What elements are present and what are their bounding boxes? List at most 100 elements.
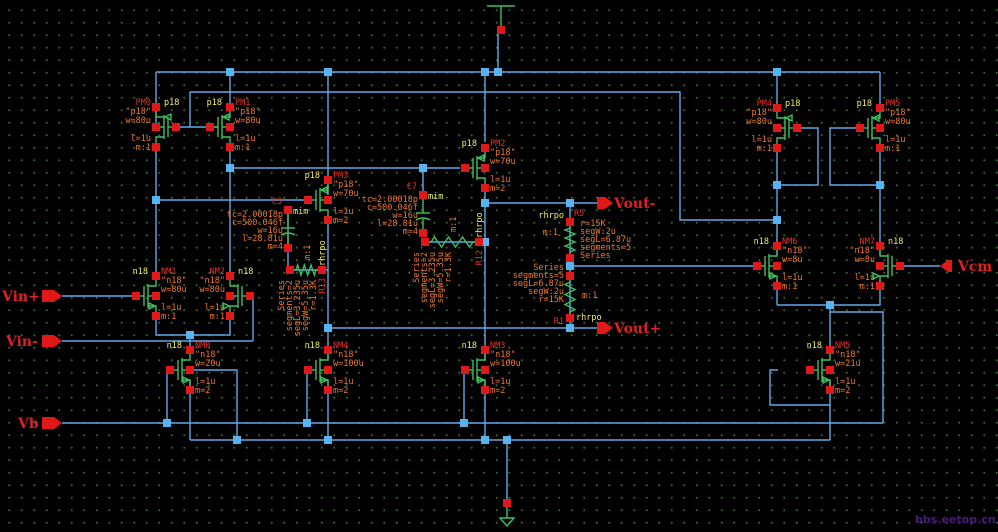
pin[interactable] <box>566 272 574 280</box>
pin[interactable] <box>773 104 781 112</box>
pin[interactable] <box>826 346 834 354</box>
pin[interactable] <box>324 196 332 204</box>
pin[interactable] <box>206 123 214 131</box>
pin[interactable] <box>304 366 312 374</box>
pin[interactable] <box>876 242 884 250</box>
pin[interactable] <box>753 262 761 270</box>
pin[interactable] <box>876 262 884 270</box>
pin[interactable] <box>226 123 234 131</box>
pin[interactable] <box>324 386 332 394</box>
pin[interactable] <box>475 238 483 246</box>
pin[interactable] <box>773 144 781 152</box>
pin[interactable] <box>566 314 574 322</box>
resistor-r12[interactable]: Seriessegments=2segL=3.235usegW=5.35ur=1… <box>412 212 485 308</box>
pin[interactable] <box>566 254 574 262</box>
pin[interactable] <box>876 144 884 152</box>
pin[interactable] <box>324 346 332 354</box>
port-vout-minus[interactable]: Vout- <box>597 196 656 212</box>
pin[interactable] <box>461 366 469 374</box>
pin[interactable] <box>896 262 904 270</box>
pin[interactable] <box>481 386 489 394</box>
port-vin-plus[interactable]: Vin+ <box>1 289 62 305</box>
pin[interactable] <box>826 366 834 374</box>
pin[interactable] <box>419 191 427 199</box>
pin[interactable] <box>284 206 292 214</box>
pin[interactable] <box>773 282 781 290</box>
pin[interactable] <box>318 266 326 274</box>
pin[interactable] <box>324 176 332 184</box>
pin[interactable] <box>152 292 160 300</box>
pin[interactable] <box>186 346 194 354</box>
pin[interactable] <box>806 366 814 374</box>
resistor-r13[interactable]: Seriessegments=2segL=3.235usegW=5.35ur=1… <box>277 240 328 336</box>
pin[interactable] <box>226 103 234 111</box>
pin[interactable] <box>324 216 332 224</box>
pin[interactable] <box>226 292 234 300</box>
pin[interactable] <box>226 272 234 280</box>
pin[interactable] <box>876 282 884 290</box>
pin[interactable] <box>773 262 781 270</box>
pin[interactable] <box>226 312 234 320</box>
capacitor-c7[interactable]: C7mimtc=2.00018pc=500.046fw=16ul=28.81um… <box>362 182 444 237</box>
pin[interactable] <box>186 366 194 374</box>
pin[interactable] <box>186 386 194 394</box>
pin[interactable] <box>324 366 332 374</box>
wire[interactable] <box>777 127 819 186</box>
pin[interactable] <box>481 184 489 192</box>
pin[interactable] <box>826 386 834 394</box>
port-vin-minus[interactable]: Vin- <box>5 334 62 350</box>
wire[interactable] <box>829 127 880 186</box>
port-vout-plus[interactable]: Vout+ <box>597 321 661 337</box>
wire-cmfb[interactable] <box>190 91 777 221</box>
port-vcm[interactable]: Vcm <box>940 259 992 275</box>
pin[interactable] <box>152 312 160 320</box>
pin[interactable] <box>226 143 234 151</box>
pin[interactable] <box>286 266 294 274</box>
pin[interactable] <box>246 292 254 300</box>
pin[interactable] <box>152 143 160 151</box>
pin[interactable] <box>481 144 489 152</box>
pin[interactable] <box>793 124 801 132</box>
capacitor-c3[interactable]: C3mimtc=2.00018pc=500.046fw=16ul=28.81um… <box>227 197 309 252</box>
pin[interactable] <box>152 123 160 131</box>
pin[interactable] <box>481 164 489 172</box>
pin[interactable] <box>166 366 174 374</box>
pin[interactable] <box>773 242 781 250</box>
pin[interactable] <box>419 229 427 237</box>
pin[interactable] <box>284 244 292 252</box>
pin[interactable] <box>876 104 884 112</box>
pin[interactable] <box>132 292 140 300</box>
pin[interactable] <box>461 164 469 172</box>
pin[interactable] <box>481 346 489 354</box>
pin[interactable] <box>876 124 884 132</box>
pin[interactable] <box>856 124 864 132</box>
pin[interactable] <box>304 196 312 204</box>
pin[interactable] <box>172 123 180 131</box>
pin[interactable] <box>152 272 160 280</box>
pin[interactable] <box>152 103 160 111</box>
pin[interactable] <box>481 366 489 374</box>
pin[interactable] <box>773 124 781 132</box>
port-vb[interactable]: Vb <box>17 416 62 432</box>
pin[interactable] <box>566 218 574 226</box>
pin[interactable] <box>421 238 429 246</box>
wire[interactable] <box>190 369 238 440</box>
